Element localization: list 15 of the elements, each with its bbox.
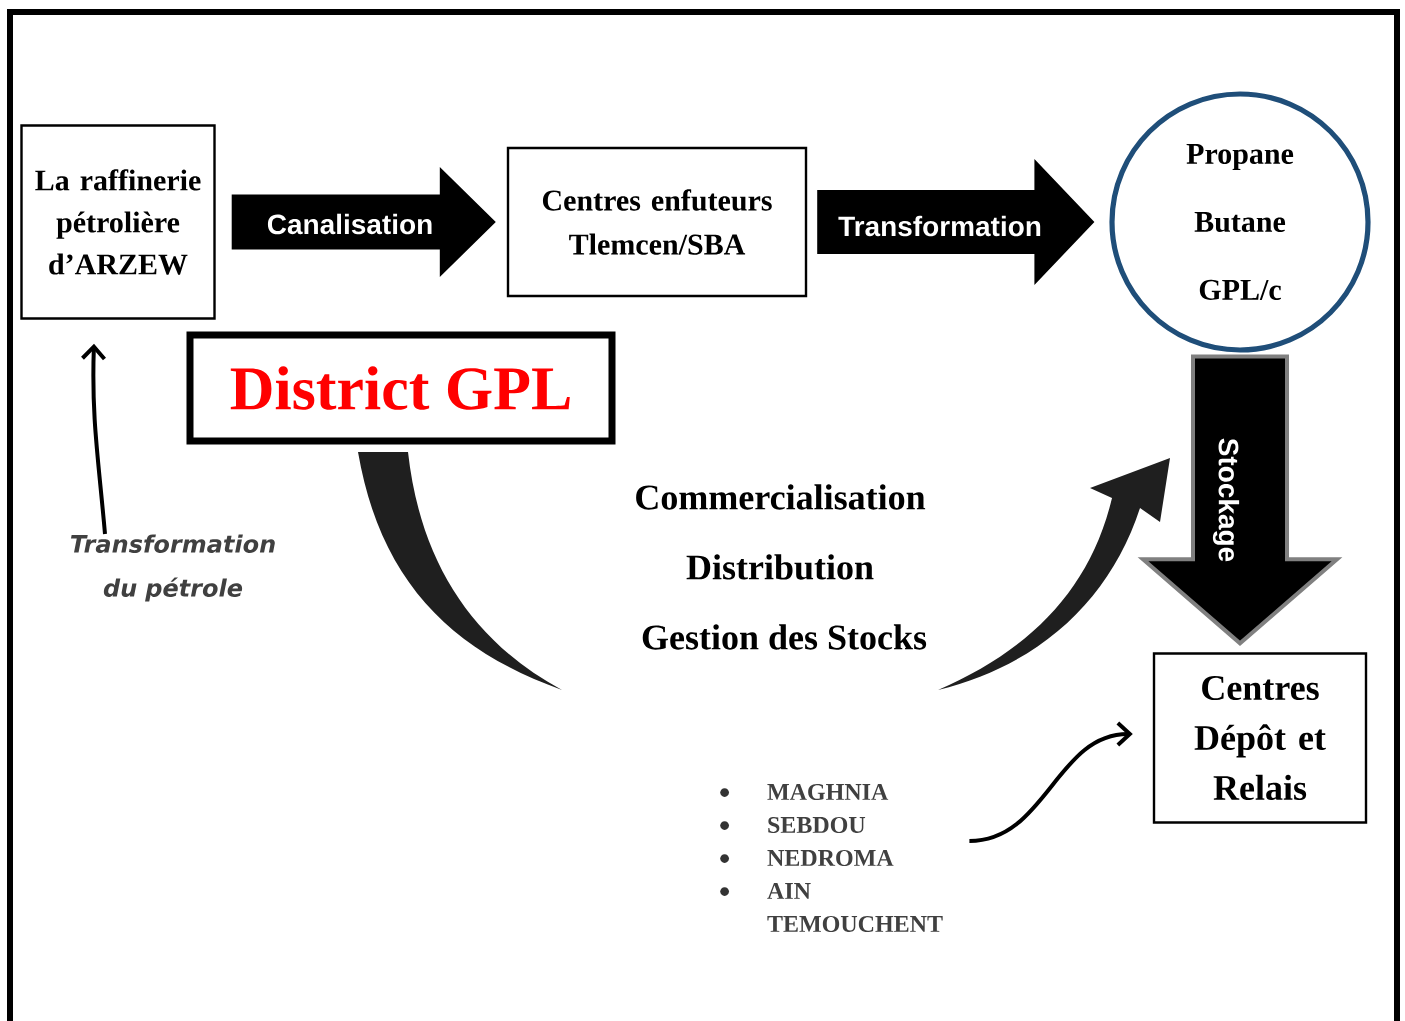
bullet-list: MAGHNIA SEBDOU NEDROMA AIN TEMOUCHENT (767, 783, 943, 933)
process-box: Centres Dépôt et Relais (1152, 652, 1368, 824)
process-box: Centres enfuteurs Tlemcen/SBA (506, 146, 808, 298)
side-note: Transformation du pétrole (70, 534, 275, 602)
edge-label: Transformation (836, 213, 1044, 239)
edge-label: Stockage (1210, 435, 1242, 565)
edge-label: Canalisation (264, 211, 436, 237)
activity-text: Gestion des Stocks (642, 624, 927, 650)
activity-text: Distribution (686, 554, 874, 580)
activity-text: Commercialisation (636, 484, 926, 510)
arrow (81, 343, 107, 535)
block-arrow (1137, 354, 1343, 646)
title-box: District GPL (186, 331, 616, 445)
process-box: La raffinerie pétrolière d’ARZEW (20, 124, 216, 320)
arrow (969, 721, 1133, 843)
